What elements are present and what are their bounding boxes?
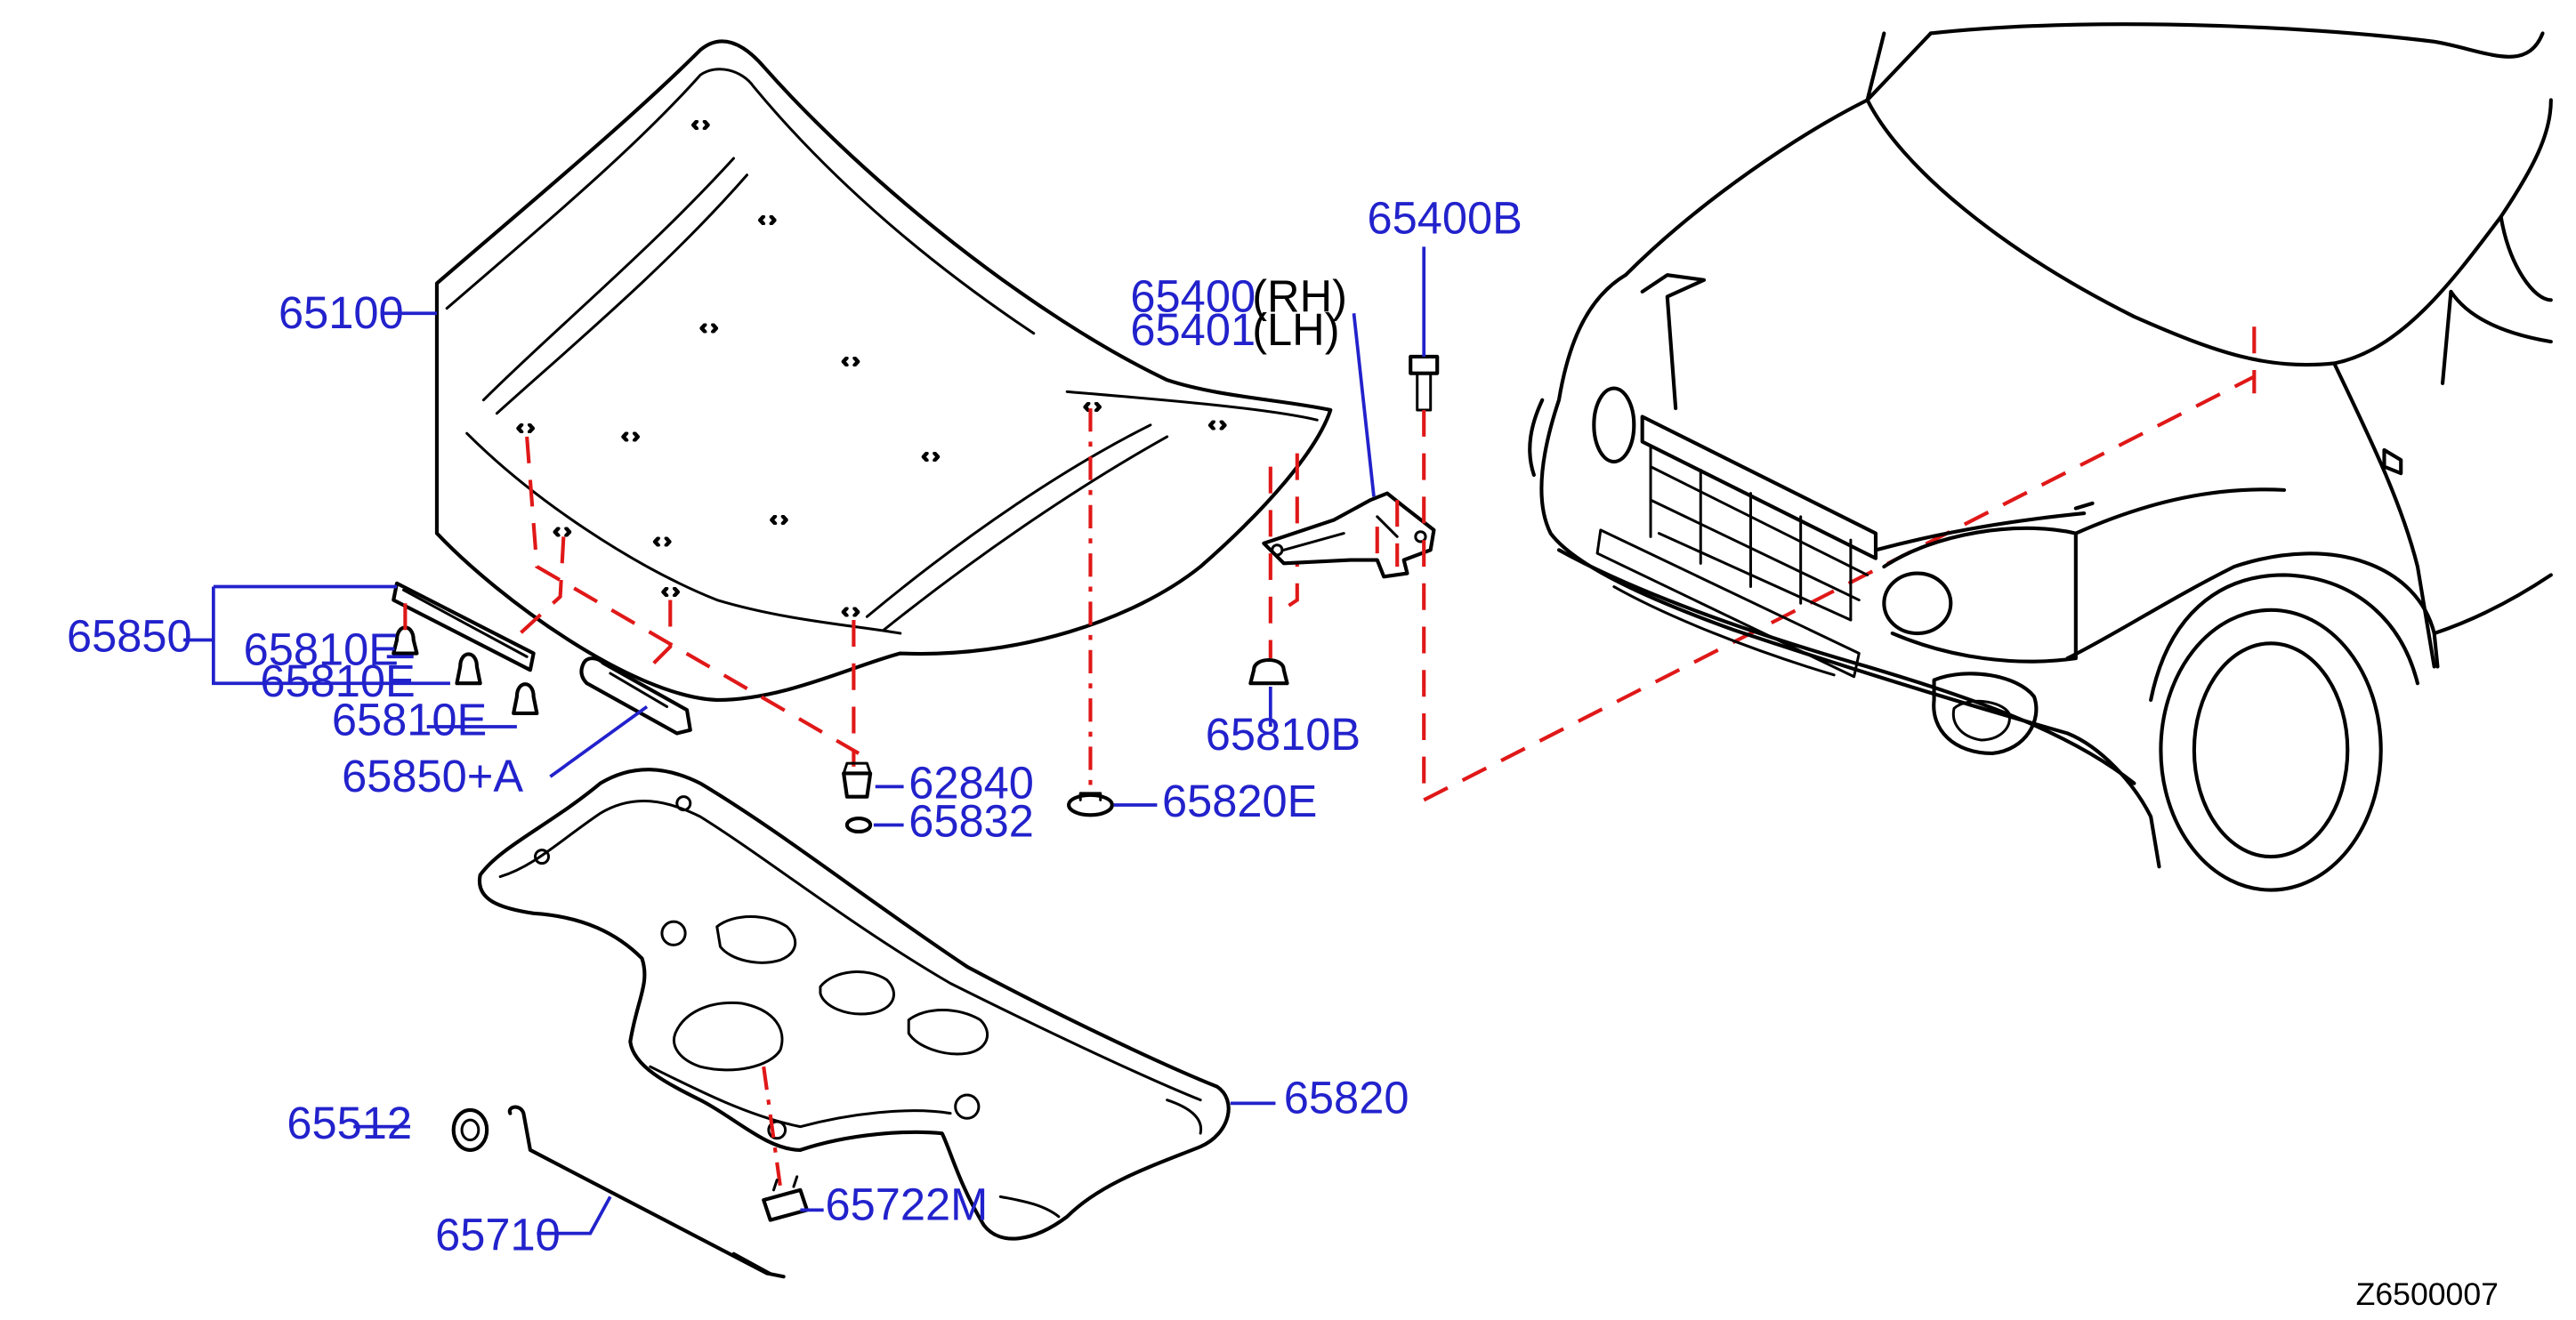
svg-text:‹ ›: ‹ › [842,350,859,371]
label-65820e: 65820E [1162,776,1317,826]
label-65722m: 65722M [826,1179,989,1230]
fastener-drawings [451,657,1289,1222]
hood-panel-drawing: ‹ › ‹ › ‹ › ‹ › ‹ › ‹ › ‹ › ‹ › ‹ › ‹ › … [434,39,1333,703]
hood-hinge-drawing [1262,354,1440,579]
label-65832: 65832 [908,796,1034,847]
svg-text:‹ ›: ‹ › [922,446,939,466]
label-65810b: 65810B [1206,709,1361,760]
svg-text:‹ ›: ‹ › [759,209,776,229]
hood-guide-lines [518,408,1299,793]
label-62840: 62840 [908,758,1034,809]
label-65810e-3: 65810E [332,694,487,745]
hood-insulator-drawing [477,768,1231,1241]
label-65820: 65820 [1284,1073,1409,1123]
figure-code: Z6500007 [2356,1276,2499,1312]
label-lh: (LH) [1252,304,1339,355]
label-65400b: 65400B [1368,192,1522,243]
label-65512: 65512 [287,1098,412,1148]
svg-text:‹ ›: ‹ › [622,426,639,447]
label-65710: 65710 [435,1209,561,1260]
label-65401: 65401 [1130,304,1256,355]
leader-lines [183,246,1426,1235]
svg-text:‹ ›: ‹ › [1084,396,1101,416]
hinge-guide-line [1422,374,2256,803]
insulator-guide-line [762,1066,782,1187]
hood-strip-drawing [392,581,539,716]
svg-text:‹ ›: ‹ › [842,600,859,621]
svg-text:‹ ›: ‹ › [771,509,787,529]
svg-text:‹ ›: ‹ › [1208,414,1225,434]
hood-rod-drawing [507,1105,786,1279]
svg-text:‹ ›: ‹ › [700,318,717,338]
label-65850: 65850 [67,611,192,662]
label-65810e-1: 65810E [244,624,399,675]
label-rh: (RH) [1252,270,1347,321]
hood-strip-a-drawing [579,656,692,736]
vehicle-front-drawing [1528,22,2553,892]
label-65400: 65400 [1130,270,1256,321]
label-65810e-2: 65810E [260,656,415,706]
label-65100: 65100 [279,287,404,338]
svg-text:‹ ›: ‹ › [662,581,679,601]
hinge-bolt-guide [1375,500,1400,567]
svg-text:‹ ›: ‹ › [692,114,709,134]
svg-text:‹ ›: ‹ › [553,520,570,541]
label-65850-a: 65850+A [342,751,523,801]
svg-text:‹ ›: ‹ › [654,531,671,551]
svg-text:‹ ›: ‹ › [517,417,534,438]
